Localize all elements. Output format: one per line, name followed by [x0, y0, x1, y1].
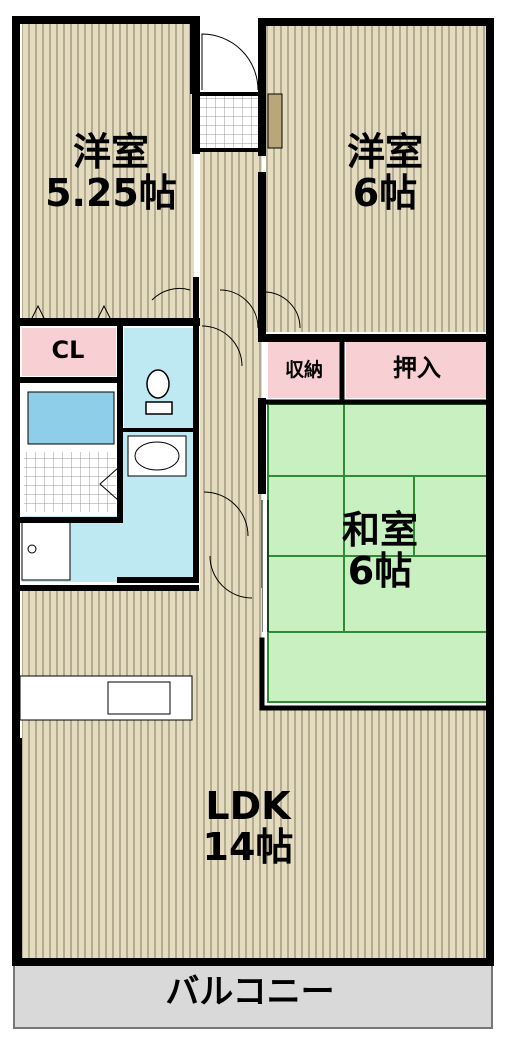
western-room-left-size: 5.25帖 — [45, 171, 177, 216]
toilet-bowl — [146, 369, 170, 399]
ldk-floor — [22, 588, 262, 962]
toilet-door-swing — [201, 325, 243, 367]
closet-label: CL — [51, 336, 85, 364]
closet-box — [22, 328, 116, 376]
bathroom-floor-tiles — [24, 452, 116, 512]
ldk-name: LDK — [205, 784, 291, 828]
ldk-floor-right — [262, 710, 490, 962]
corridor-door-swing — [203, 491, 249, 537]
drain-icon — [27, 544, 37, 554]
washing-machine — [21, 519, 71, 581]
corridor-floor — [200, 150, 262, 590]
entrance-door-swing — [201, 33, 259, 91]
walls — [12, 16, 494, 966]
western-room-right-label: 洋室 6帖 — [320, 130, 450, 216]
vanity — [127, 435, 187, 477]
storage-label: 収納 — [284, 359, 323, 381]
ldk-door-swing — [209, 555, 253, 599]
oshiire-label: 押入 — [393, 354, 441, 382]
genkan-tiles — [200, 94, 266, 148]
bath-folding-door — [99, 467, 119, 501]
western-room-right-size: 6帖 — [352, 171, 418, 216]
japanese-room-tatami — [268, 404, 490, 702]
shoe-cabinet — [267, 93, 283, 149]
balcony-label: バルコニー — [165, 972, 335, 1012]
vanity-basin — [134, 441, 180, 471]
western-room-left-floor — [22, 24, 194, 322]
entrance-area — [198, 26, 262, 92]
ldk-size: 14帖 — [202, 825, 294, 870]
western-room-right-name: 洋室 — [346, 130, 423, 174]
japanese-room-name: 和室 — [341, 508, 418, 552]
japanese-room-size: 6帖 — [347, 549, 413, 594]
closet-door-marks — [29, 304, 113, 323]
western-room-right-floor — [266, 26, 490, 332]
western-room-left-label: 洋室 5.25帖 — [36, 130, 186, 216]
kitchen-sink — [107, 681, 171, 715]
balcony-floor — [14, 962, 492, 1028]
oshiire-box — [346, 342, 488, 398]
toilet-tank — [145, 401, 173, 415]
japanese-room-label: 和室 6帖 — [310, 508, 450, 594]
bathtub — [27, 391, 115, 445]
ldk-label: LDK 14帖 — [178, 784, 318, 870]
western-room-left-name: 洋室 — [72, 130, 149, 174]
storage-door-swings — [151, 287, 301, 329]
storage-box — [268, 342, 340, 398]
